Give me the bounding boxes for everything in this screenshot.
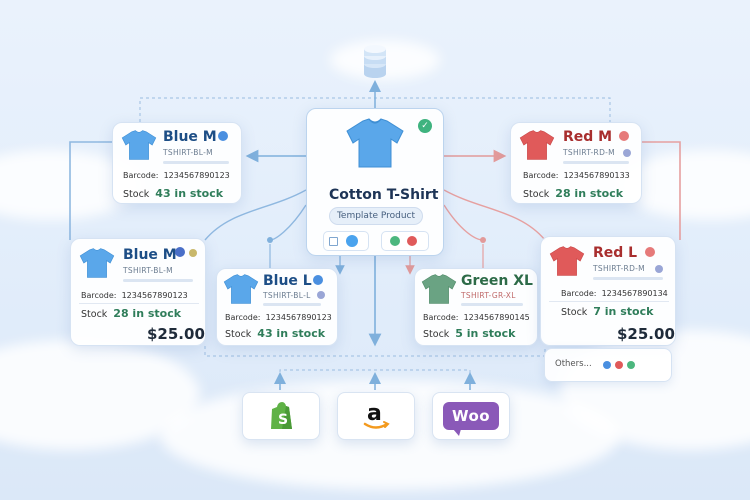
divider-bar <box>461 303 523 306</box>
svg-text:S: S <box>278 412 288 428</box>
color-dot <box>175 247 185 257</box>
variant-name: Blue L <box>263 273 312 289</box>
variant-card-blue-l[interactable]: Blue L TSHIRT-BL-L Barcode: 123456789012… <box>216 268 338 346</box>
variant-name: Green XL <box>461 273 533 289</box>
variant-card-blue-m[interactable]: Blue M TSHIRT-BL-M Barcode: 123456789012… <box>70 238 206 346</box>
color-dot <box>313 275 323 285</box>
others-card[interactable]: Others... <box>544 348 672 382</box>
color-swatch-blue[interactable] <box>323 231 369 251</box>
template-subtitle: Template Product <box>329 207 423 225</box>
woocommerce-store-tile[interactable]: Woo <box>432 392 510 440</box>
variant-dot <box>655 265 663 273</box>
variant-sku: TSHIRT-RD-M <box>563 148 615 157</box>
tshirt-icon <box>79 248 115 278</box>
variant-sku: TSHIRT-BL-L <box>263 291 311 300</box>
tshirt-icon <box>223 274 259 304</box>
divider-bar <box>563 161 629 164</box>
tshirt-icon <box>549 246 585 276</box>
barcode-line: Barcode: 1234567890145 <box>423 313 530 322</box>
variant-price: $25.00 <box>147 325 205 343</box>
shopify-store-tile[interactable]: S <box>242 392 320 440</box>
amazon-store-tile[interactable]: a <box>337 392 415 440</box>
woocommerce-logo-icon: Woo <box>443 402 499 436</box>
variant-card-blue-m-top[interactable]: Blue M TSHIRT-BL-M Barcode: 123456789012… <box>112 122 242 204</box>
amazon-logo-icon: a <box>363 401 390 429</box>
red-dot <box>615 361 623 369</box>
image-icon <box>329 237 338 246</box>
variant-name: Red L <box>593 245 638 261</box>
color-dot <box>619 131 629 141</box>
database-icon <box>358 44 392 80</box>
green-dot <box>390 236 400 246</box>
variant-card-green-xl[interactable]: Green XL TSHIRT-GR-XL Barcode: 123456789… <box>414 268 538 346</box>
tshirt-icon <box>346 118 404 168</box>
divider-bar <box>593 277 663 280</box>
barcode-line: Barcode: 1234567890133 <box>523 171 630 180</box>
variant-card-red-m-top[interactable]: Red M TSHIRT-RD-M Barcode: 1234567890133… <box>510 122 642 204</box>
template-title: Cotton T-Shirt <box>329 187 439 203</box>
red-dot <box>407 236 417 246</box>
variant-sku: TSHIRT-GR-XL <box>461 291 516 300</box>
divider-bar <box>263 303 321 306</box>
template-product-card[interactable]: ✓ Cotton T-Shirt Template Product <box>306 108 444 256</box>
variant-price: $25.00 <box>617 325 675 343</box>
variant-sku: TSHIRT-RD-M <box>593 264 645 273</box>
tshirt-icon <box>519 130 555 160</box>
barcode-line: Barcode: 1234567890123 <box>123 171 230 180</box>
color-swatch-green-red[interactable] <box>381 231 429 251</box>
barcode-line: Barcode: 1234567890123 <box>225 313 332 322</box>
tshirt-icon <box>121 130 157 160</box>
variant-sku: TSHIRT-BL-M <box>123 266 173 275</box>
barcode-line: Barcode: 1234567890134 <box>561 289 668 298</box>
blue-dot <box>346 235 358 247</box>
others-label: Others... <box>555 359 592 369</box>
divider-bar <box>163 161 229 164</box>
divider-bar <box>123 279 193 282</box>
shopify-logo-icon: S <box>271 402 292 429</box>
variant-card-red-l[interactable]: Red L TSHIRT-RD-M Barcode: 1234567890134… <box>540 236 676 346</box>
barcode-line: Barcode: 1234567890123 <box>81 291 188 300</box>
variant-name: Blue M <box>123 247 177 263</box>
variant-dot <box>623 149 631 157</box>
color-dot <box>218 131 228 141</box>
variant-sku: TSHIRT-BL-M <box>163 148 213 157</box>
variant-dot <box>189 249 197 257</box>
variant-dot <box>317 291 325 299</box>
check-icon: ✓ <box>418 119 432 133</box>
green-dot <box>627 361 635 369</box>
variant-name: Blue M <box>163 129 217 145</box>
svg-text:a: a <box>367 401 382 426</box>
tshirt-icon <box>421 274 457 304</box>
color-dot <box>645 247 655 257</box>
blue-dot <box>603 361 611 369</box>
variant-name: Red M <box>563 129 613 145</box>
